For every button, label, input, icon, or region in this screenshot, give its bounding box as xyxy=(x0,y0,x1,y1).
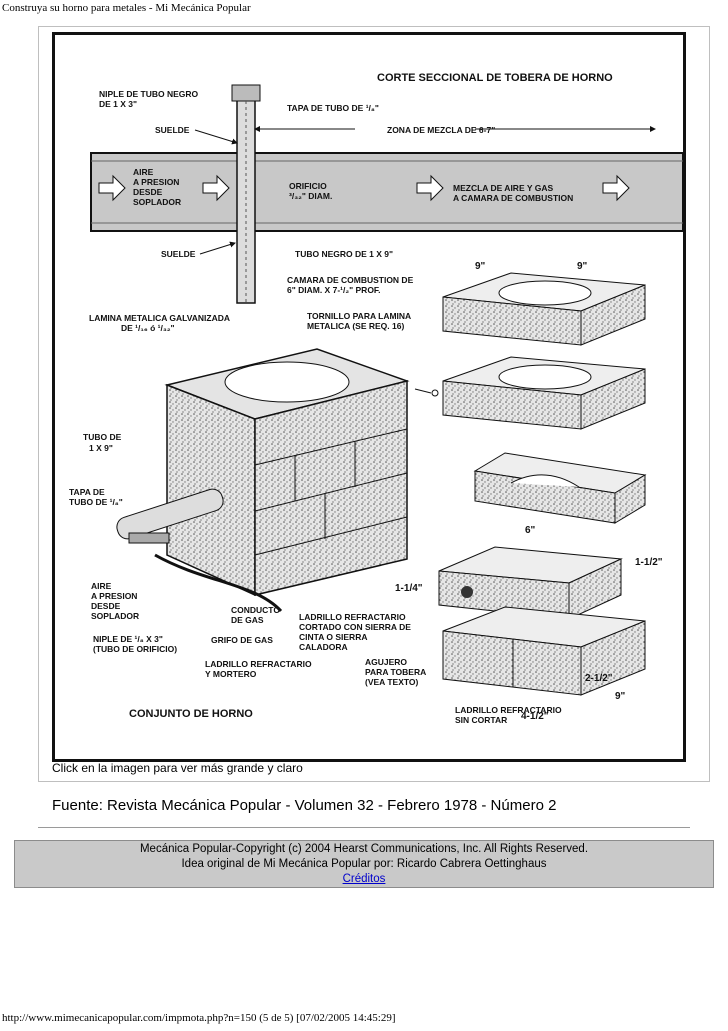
svg-text:CINTA O SIERRA: CINTA O SIERRA xyxy=(299,632,367,642)
svg-text:NIPLE DE TUBO NEGRO: NIPLE DE TUBO NEGRO xyxy=(99,89,199,99)
copyright-footer: Mecánica Popular-Copyright (c) 2004 Hear… xyxy=(14,840,714,888)
copyright-line: Mecánica Popular-Copyright (c) 2004 Hear… xyxy=(139,843,589,855)
svg-text:9": 9" xyxy=(615,691,626,702)
image-caption: Click en la imagen para ver más grande y… xyxy=(52,761,303,775)
svg-text:A PRESION: A PRESION xyxy=(133,177,179,187)
svg-text:Y MORTERO: Y MORTERO xyxy=(205,669,257,679)
svg-text:NIPLE DE ¹/₈ X 3": NIPLE DE ¹/₈ X 3" xyxy=(93,634,163,644)
svg-text:CALADORA: CALADORA xyxy=(299,642,348,652)
svg-text:TAPA DE TUBO DE ¹/₈": TAPA DE TUBO DE ¹/₈" xyxy=(287,103,379,113)
title-corte-seccional: CORTE SECCIONAL DE TOBERA DE HORNO xyxy=(377,72,613,84)
svg-text:9": 9" xyxy=(577,261,588,272)
furnace-diagram-image[interactable]: CORTE SECCIONAL DE TOBERA DE HORNO NIPLE… xyxy=(52,32,686,762)
svg-text:LAMINA METALICA GALVANIZADA: LAMINA METALICA GALVANIZADA xyxy=(89,313,230,323)
svg-text:SUELDE: SUELDE xyxy=(155,125,190,135)
air-flow-arrow-2 xyxy=(202,174,230,202)
svg-text:LADRILLO REFRACTARIO: LADRILLO REFRACTARIO xyxy=(455,705,562,715)
svg-text:TUBO NEGRO DE 1 X 9": TUBO NEGRO DE 1 X 9" xyxy=(295,249,393,259)
svg-text:AGUJERO: AGUJERO xyxy=(365,657,407,667)
svg-text:6": 6" xyxy=(525,525,536,536)
svg-text:4-1/2": 4-1/2" xyxy=(521,711,549,722)
svg-text:SIN CORTAR: SIN CORTAR xyxy=(455,715,507,725)
svg-text:TORNILLO PARA LAMINA: TORNILLO PARA LAMINA xyxy=(307,311,411,321)
svg-text:GRIFO DE GAS: GRIFO DE GAS xyxy=(211,635,273,645)
dimension-labels: 9" 9" 6" 1-1/2" 1-1/4" 2-1/2" 4-1/2" 9" xyxy=(395,261,663,722)
furnace-assembly xyxy=(116,348,410,613)
svg-text:CORTADO CON SIERRA DE: CORTADO CON SIERRA DE xyxy=(299,622,411,632)
svg-text:A PRESION: A PRESION xyxy=(91,591,137,601)
svg-text:PARA TOBERA: PARA TOBERA xyxy=(365,667,426,677)
black-pipe-section xyxy=(90,152,683,232)
pipe-cap xyxy=(231,84,261,102)
print-footer-url: http://www.mimecanicapopular.com/impmota… xyxy=(2,1012,396,1024)
svg-text:6" DIAM. X 7-¹/₂" PROF.: 6" DIAM. X 7-¹/₂" PROF. xyxy=(287,285,381,295)
svg-text:(VEA TEXTO): (VEA TEXTO) xyxy=(365,677,419,687)
svg-text:DESDE: DESDE xyxy=(91,601,121,611)
svg-text:A CAMARA DE COMBUSTION: A CAMARA DE COMBUSTION xyxy=(453,193,573,203)
svg-text:CONDUCTO: CONDUCTO xyxy=(231,605,280,615)
svg-text:DESDE: DESDE xyxy=(133,187,163,197)
svg-text:SOPLADOR: SOPLADOR xyxy=(133,197,181,207)
svg-text:1-1/4": 1-1/4" xyxy=(395,583,423,594)
svg-text:ZONA DE MEZCLA DE 6-7": ZONA DE MEZCLA DE 6-7" xyxy=(387,125,495,135)
svg-text:TAPA DE: TAPA DE xyxy=(69,487,105,497)
credits-link[interactable]: Créditos xyxy=(342,873,386,885)
svg-text:1 X 9": 1 X 9" xyxy=(89,443,113,453)
svg-text:DE ¹/₁₆ ó ¹/₃₂": DE ¹/₁₆ ó ¹/₃₂" xyxy=(121,323,175,333)
svg-text:METALICA (SE REQ. 16): METALICA (SE REQ. 16) xyxy=(307,321,404,331)
svg-text:DE GAS: DE GAS xyxy=(231,615,264,625)
author-line: Idea original de Mi Mecánica Popular por… xyxy=(181,858,547,870)
svg-text:ORIFICIO: ORIFICIO xyxy=(289,181,327,191)
svg-text:CAMARA DE COMBUSTION DE: CAMARA DE COMBUSTION DE xyxy=(287,275,414,285)
svg-text:AIRE: AIRE xyxy=(91,581,112,591)
svg-text:SOPLADOR: SOPLADOR xyxy=(91,611,139,621)
divider xyxy=(38,827,690,828)
svg-text:1-1/2": 1-1/2" xyxy=(635,557,663,568)
source-citation: Fuente: Revista Mecánica Popular - Volum… xyxy=(52,797,557,814)
air-flow-arrow-4 xyxy=(602,174,630,202)
brick-stack xyxy=(438,272,647,696)
top-labels: NIPLE DE TUBO NEGRO DE 1 X 3" TAPA DE TU… xyxy=(99,89,573,295)
svg-text:AIRE: AIRE xyxy=(133,167,154,177)
svg-text:SUELDE: SUELDE xyxy=(161,249,196,259)
assembly-labels: LAMINA METALICA GALVANIZADA DE ¹/₁₆ ó ¹/… xyxy=(69,311,562,725)
svg-text:DE 1 X 3": DE 1 X 3" xyxy=(99,99,137,109)
title-conjunto-horno: CONJUNTO DE HORNO xyxy=(129,708,253,720)
svg-text:(TUBO DE ORIFICIO): (TUBO DE ORIFICIO) xyxy=(93,644,177,654)
svg-text:TUBO DE: TUBO DE xyxy=(83,432,122,442)
air-flow-arrow-3 xyxy=(416,174,444,202)
svg-text:TUBO DE ¹/₈": TUBO DE ¹/₈" xyxy=(69,497,123,507)
print-header-title: Construya su horno para metales - Mi Mec… xyxy=(2,2,251,14)
content-box xyxy=(38,26,710,782)
svg-text:LADRILLO REFRACTARIO: LADRILLO REFRACTARIO xyxy=(299,612,406,622)
svg-text:2-1/2": 2-1/2" xyxy=(585,673,613,684)
svg-text:9": 9" xyxy=(475,261,486,272)
svg-text:MEZCLA DE AIRE Y GAS: MEZCLA DE AIRE Y GAS xyxy=(453,183,553,193)
svg-text:³/₃₂" DIAM.: ³/₃₂" DIAM. xyxy=(289,191,332,201)
svg-text:LADRILLO REFRACTARIO: LADRILLO REFRACTARIO xyxy=(205,659,312,669)
air-flow-arrow-1 xyxy=(98,174,126,202)
